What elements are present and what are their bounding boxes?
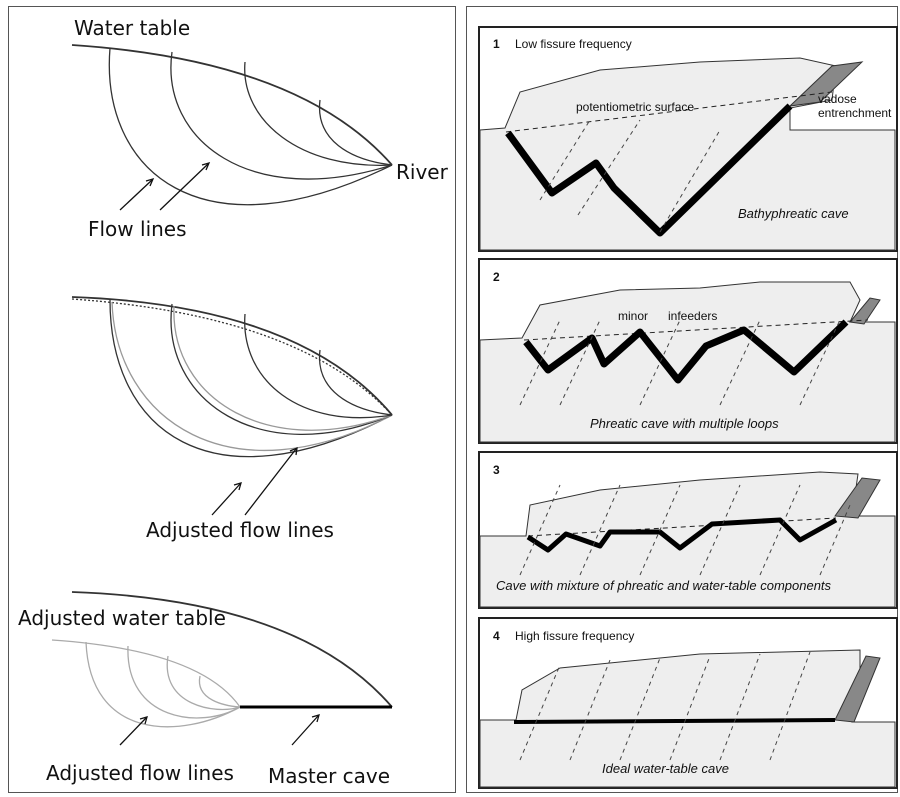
adjusted-flow-arrow-3 xyxy=(119,717,147,746)
stage-3-cave-passage xyxy=(526,517,838,553)
stage-2-sediment xyxy=(849,297,881,325)
stage-3-number: 3 xyxy=(493,463,500,477)
stage-1-title: Low fissure frequency xyxy=(515,37,632,51)
stage-2-number: 2 xyxy=(493,270,500,284)
master-cave-arrow xyxy=(291,715,319,746)
adjusted-flow-arrow-2 xyxy=(244,448,297,516)
flow-line-4 xyxy=(318,99,393,166)
stage-1-potentiometric-line xyxy=(505,91,833,133)
river-label: River xyxy=(396,160,448,184)
stage-1-caption: Bathyphreatic cave xyxy=(738,206,849,221)
stage-3-water-line xyxy=(527,517,837,537)
diagram-1 xyxy=(71,44,393,211)
infeeders-label: infeeders xyxy=(668,309,718,323)
diagram-3 xyxy=(51,591,393,746)
potentiometric-surface-label: potentiometric surface xyxy=(576,100,695,114)
master-cave-label: Master cave xyxy=(268,764,391,788)
stage-3-caption: Cave with mixture of phreatic and water-… xyxy=(496,578,832,593)
stage-2-caption: Phreatic cave with multiple loops xyxy=(590,416,779,431)
old-water-table xyxy=(71,591,393,708)
stage-1-drawing xyxy=(479,57,896,251)
flow-line-outer xyxy=(108,47,393,206)
water-table-label: Water table xyxy=(74,16,191,40)
stage-4-sediment xyxy=(834,655,881,723)
stage-1-cave-passage xyxy=(505,103,793,237)
vadose-label: vadose xyxy=(818,92,857,106)
stage-2-water-line xyxy=(523,319,869,341)
flow-lines-panel xyxy=(8,6,456,793)
flow-arrow-2 xyxy=(159,163,209,211)
flow-arrow-1 xyxy=(119,179,153,211)
adjusted-flow-lines-label: Adjusted flow lines xyxy=(146,518,334,542)
stage-4-title: High fissure frequency xyxy=(515,629,635,643)
stage-2-drawing xyxy=(479,281,896,443)
flow-line-2 xyxy=(170,51,393,180)
stage-2-cave-passage xyxy=(523,319,849,384)
stage-1-number: 1 xyxy=(493,37,500,51)
water-table-line xyxy=(71,44,393,166)
adjusted-flow-arrow-1 xyxy=(211,483,241,516)
diagram-2 xyxy=(71,296,393,516)
flow-line-3 xyxy=(244,61,393,166)
minor-label: minor xyxy=(618,309,649,323)
adjusted-water-table-label: Adjusted water table xyxy=(18,606,226,630)
entrenchment-label: entrenchment xyxy=(818,106,892,120)
flow-lines-label: Flow lines xyxy=(88,217,187,241)
stage-1-sediment xyxy=(788,61,864,107)
stage-4-cave-passage xyxy=(513,718,836,724)
stage-4-number: 4 xyxy=(493,629,500,643)
stage-3-drawing xyxy=(479,471,896,608)
stage-2-rock xyxy=(479,281,896,443)
stage-4-caption: Ideal water-table cave xyxy=(602,761,729,776)
adjusted-water-table-dotted xyxy=(71,298,393,416)
stage-4-drawing xyxy=(479,649,896,788)
water-table-line-2 xyxy=(71,296,393,416)
stage-3-sediment xyxy=(834,477,881,519)
adjusted-flow-lines-label-2: Adjusted flow lines xyxy=(46,761,234,785)
